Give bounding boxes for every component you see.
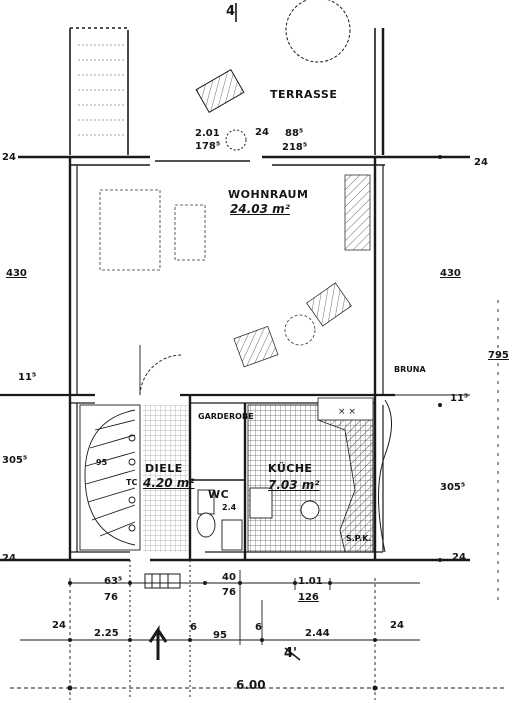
dim-left-115: 11⁵ xyxy=(18,372,37,383)
stair-label-95: 95 xyxy=(96,458,108,467)
dim-top-24: 24 xyxy=(255,127,269,138)
area-kueche: 7.03 m² xyxy=(268,478,320,492)
dim-bottom-76b: 76 xyxy=(222,587,236,598)
terrace-outline xyxy=(69,27,385,155)
outer-steps xyxy=(378,399,392,553)
dim-bottom-6a: 6 xyxy=(190,622,197,633)
dim-bottom-244: 2.44 xyxy=(305,628,330,639)
entrance-arrow-icon xyxy=(148,625,168,660)
terrace-furniture xyxy=(195,0,351,151)
dim-row-24-left-bottom: 24 xyxy=(2,553,16,564)
dim-bottom-635: 63⁵ xyxy=(104,576,123,587)
area-wohnraum: 24.03 m² xyxy=(230,202,290,216)
area-wc: 2.4 xyxy=(222,503,237,512)
diele-tile-floor xyxy=(143,405,188,552)
entrance xyxy=(129,560,191,700)
dim-left-430: 430 xyxy=(6,268,27,279)
kitchen-counter xyxy=(317,404,374,553)
stair-label-tc: TC xyxy=(126,478,138,487)
dim-bottom-95: 95 xyxy=(213,630,227,641)
dim-bottom-76: 76 xyxy=(104,592,118,603)
living-furniture xyxy=(99,174,371,368)
dim-bottom-126: 126 xyxy=(298,592,319,603)
section-mark-bottom: 4' xyxy=(284,646,298,661)
spiral-stair xyxy=(79,404,141,551)
room-label-spk: S.P.K. xyxy=(346,534,372,543)
exterior-walls xyxy=(68,157,384,395)
wc-fixtures xyxy=(196,487,320,551)
kitchen-window-x: × × xyxy=(338,407,356,417)
dim-bottom-24b: 24 xyxy=(390,620,404,631)
terrace-paving xyxy=(78,44,125,136)
room-label-garderobe: GARDEROBE xyxy=(198,412,254,421)
kitchen-window-block xyxy=(317,397,374,421)
room-label-wc: WC xyxy=(208,488,230,501)
area-diele: 4.20 m² xyxy=(143,476,195,490)
dim-right-795: 795 xyxy=(488,350,509,361)
room-label-wohnraum: WOHNRAUM xyxy=(228,188,309,201)
dim-row-24-right-bottom: 24 xyxy=(452,552,466,563)
section-mark-top: 4 xyxy=(226,4,236,19)
dim-top-2185: 218⁵ xyxy=(282,142,308,153)
dim-right-3055: 305⁵ xyxy=(440,482,466,493)
dim-right-115: 11⁵ xyxy=(450,393,469,404)
room-label-bruna: BRUNA xyxy=(394,365,426,374)
dim-top-201: 2.01 xyxy=(195,128,220,139)
dim-bottom-6b: 6 xyxy=(255,622,262,633)
dimension-ticks xyxy=(67,155,442,691)
room-label-diele: DIELE xyxy=(145,462,183,475)
dim-row-24-left-top: 24 xyxy=(2,152,16,163)
dim-top-1785: 178⁵ xyxy=(195,141,221,152)
lower-walls xyxy=(68,395,384,560)
dim-right-430: 430 xyxy=(440,268,461,279)
dim-total-600: 6.00 xyxy=(236,678,266,692)
room-label-terrasse: TERRASSE xyxy=(270,88,338,101)
dim-top-885: 88⁵ xyxy=(285,128,304,139)
living-door-swing xyxy=(139,345,183,396)
upper-wall xyxy=(18,155,470,162)
bottom-wall xyxy=(0,551,470,562)
dim-bottom-225: 2.25 xyxy=(94,628,119,639)
dim-bottom-24a: 24 xyxy=(52,620,66,631)
dim-left-3055: 305⁵ xyxy=(2,455,28,466)
dim-bottom-101: 1.01 xyxy=(298,576,323,587)
section-marker-lines xyxy=(235,3,301,661)
dim-row-24-right-top: 24 xyxy=(474,157,488,168)
room-label-kueche: KÜCHE xyxy=(268,462,313,475)
dim-bottom-40: 40 xyxy=(222,572,236,583)
